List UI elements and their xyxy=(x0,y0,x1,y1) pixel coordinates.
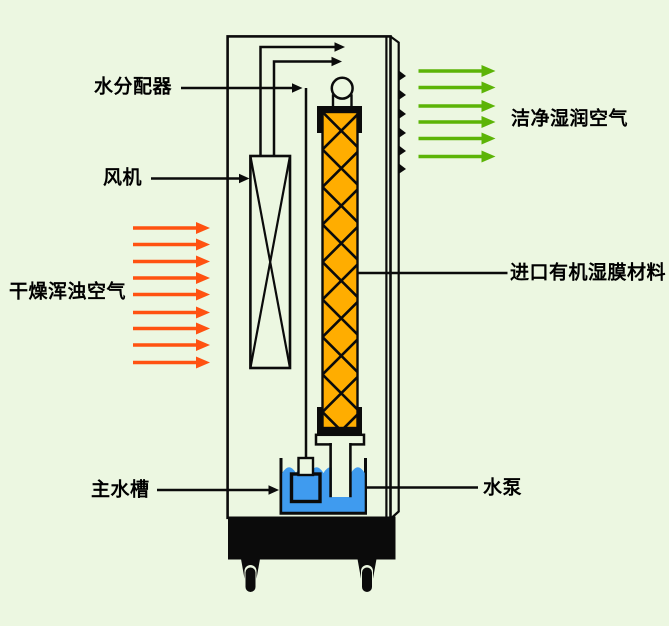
inlet-arrow xyxy=(131,220,212,236)
outlet-arrow xyxy=(416,63,498,79)
label-fan: 风机 xyxy=(103,167,143,189)
base-plinth xyxy=(228,516,396,560)
inlet-arrow xyxy=(131,270,212,286)
water-pump-unit xyxy=(289,456,322,504)
drain-stem-inner xyxy=(331,443,350,497)
caster-wheel-left xyxy=(241,559,260,593)
louver-tab xyxy=(399,164,406,174)
inlet-arrow xyxy=(131,354,212,371)
louver-tab xyxy=(399,90,406,100)
caster-wheel-right xyxy=(357,559,377,593)
pump-neck xyxy=(297,456,315,477)
cabinet-front-panel xyxy=(226,35,392,520)
air-ducts xyxy=(259,42,345,156)
label-wet-membrane: 进口有机湿膜材料 xyxy=(510,262,667,284)
pump-body xyxy=(289,472,322,504)
louver-tab xyxy=(399,128,406,138)
outlet-arrow xyxy=(416,114,498,130)
cabinet-side-panel xyxy=(389,35,400,519)
duct-pipe-lower xyxy=(272,60,332,156)
duct-arrowhead xyxy=(331,56,342,67)
caster-wheel xyxy=(245,567,256,592)
caster-wheel xyxy=(362,567,372,592)
louver-tab xyxy=(399,146,406,156)
label-water-pump: 水泵 xyxy=(483,477,523,499)
outlet-arrow xyxy=(416,79,498,96)
label-water-distributor: 水分配器 xyxy=(94,76,173,98)
label-dry-turbid-air: 干燥浑浊空气 xyxy=(9,281,127,303)
fan-unit xyxy=(249,154,292,370)
inlet-arrow xyxy=(131,320,212,337)
outlet-airflow-arrows xyxy=(416,63,498,165)
inlet-arrow xyxy=(131,236,212,253)
inlet-arrow xyxy=(131,286,212,303)
wet-membrane-column xyxy=(314,106,366,446)
label-clean-moist-air: 洁净湿润空气 xyxy=(511,108,629,130)
outlet-louvers xyxy=(399,71,406,174)
inlet-arrow xyxy=(131,337,212,353)
duct-arrowhead xyxy=(334,42,345,52)
louver-tab xyxy=(399,109,406,119)
pointer-arrowhead xyxy=(268,485,279,495)
membrane-stand-bar xyxy=(314,433,366,446)
membrane-drain-stem xyxy=(329,443,352,498)
distributor-ball xyxy=(330,76,354,100)
label-pointers xyxy=(151,83,508,495)
fan-housing xyxy=(249,154,292,370)
louver-tab xyxy=(399,71,406,81)
duct-pipe-upper xyxy=(259,45,335,156)
pointer-arrowhead xyxy=(239,173,250,184)
outlet-arrow xyxy=(416,148,498,165)
pointer-arrowhead xyxy=(292,83,303,93)
inlet-arrow xyxy=(131,304,212,321)
base-assembly xyxy=(228,516,396,593)
water-distributor xyxy=(330,76,354,110)
fan-blade-cross xyxy=(249,155,292,369)
drain-stem-walls xyxy=(329,443,352,498)
membrane-lattice xyxy=(322,112,358,428)
outlet-arrow xyxy=(416,98,498,114)
inlet-airflow-arrows xyxy=(131,220,212,371)
label-main-water-tank: 主水槽 xyxy=(91,479,150,501)
outlet-arrow xyxy=(416,130,498,147)
inlet-arrow xyxy=(131,253,212,270)
